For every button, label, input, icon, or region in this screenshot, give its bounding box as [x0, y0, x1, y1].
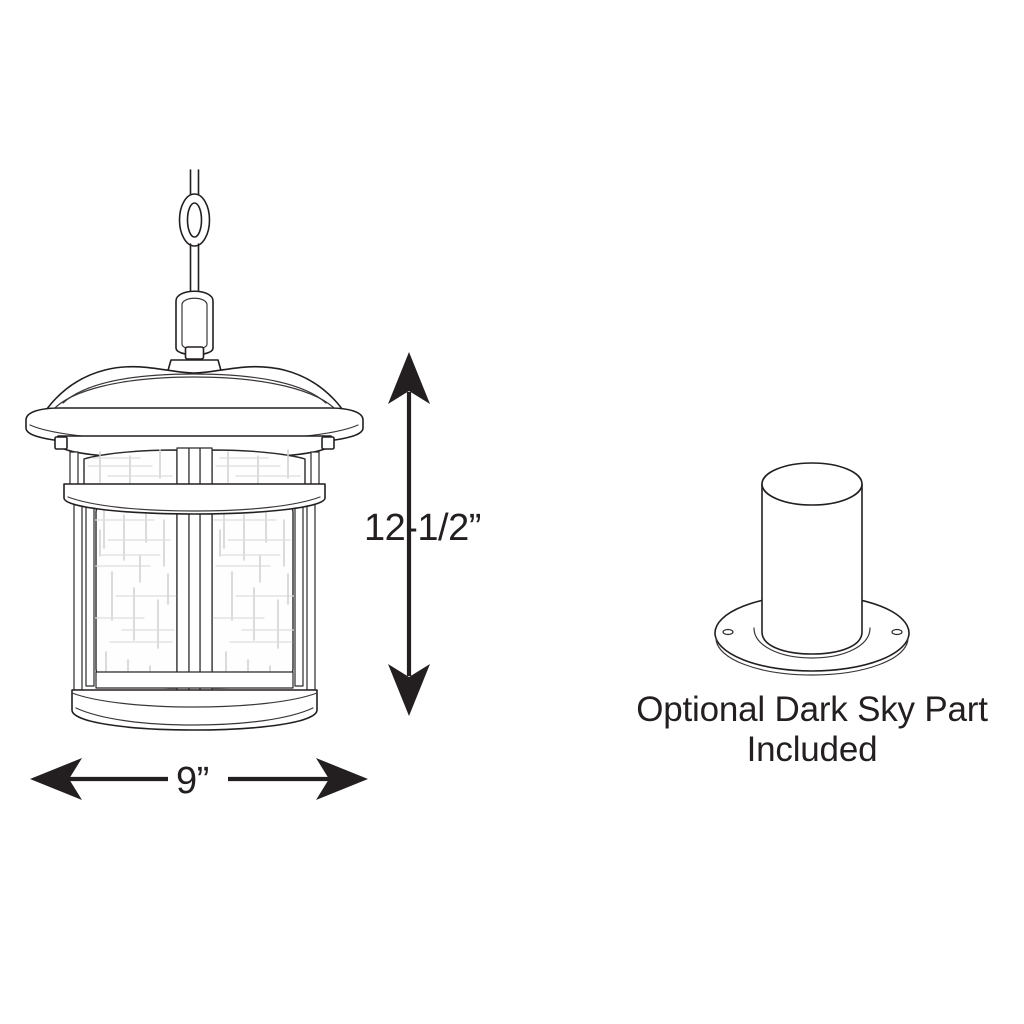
- cap-ridge-1: [51, 376, 338, 412]
- base-ring-inner: [75, 707, 314, 726]
- dark-sky-flange-lip: [715, 637, 909, 676]
- upper-glass-right-texture: [215, 449, 301, 486]
- cage-band-inner-line: [67, 496, 321, 512]
- upper-glass-band: [69, 449, 320, 493]
- arrow-up-icon: [388, 352, 430, 404]
- cage-rail-right-outer: [306, 489, 316, 691]
- chain-link-icon: [178, 193, 211, 247]
- cage-rail-left-inner: [85, 493, 95, 687]
- hanger-loop: [175, 290, 214, 356]
- base-ring-top-edge: [71, 692, 318, 708]
- dark-sky-cylinder: [761, 483, 863, 655]
- lantern-cap: [25, 365, 364, 460]
- cage-band-horizontal: [63, 483, 326, 515]
- dimension-width: 9”: [30, 758, 368, 802]
- dark-sky-cylinder-top: [761, 462, 863, 506]
- lantern-body: [63, 447, 326, 696]
- arrow-left-icon: [30, 758, 82, 800]
- cage-rail-right-inner: [294, 493, 304, 687]
- dark-sky-part: [714, 462, 910, 676]
- cap-tab-left: [54, 436, 68, 450]
- hanger-collar: [184, 346, 205, 360]
- cap-ridge-2: [62, 373, 327, 404]
- dark-sky-cylinder-base-ring: [753, 627, 871, 659]
- cage-rail-left-outer: [73, 489, 83, 691]
- dimension-width-label: 9”: [176, 760, 209, 802]
- base-ring: [71, 689, 318, 731]
- main-glass-left: [95, 492, 178, 689]
- arrow-down-icon: [388, 664, 430, 716]
- lantern-base: [71, 689, 318, 731]
- dimension-height-label: 12-1/2”: [364, 507, 481, 549]
- dimension-height: 12-1/2”: [364, 352, 481, 716]
- upper-glass-left-texture: [87, 449, 173, 486]
- chain-assembly: [166, 169, 223, 375]
- dark-sky-screw-hole-right: [891, 628, 903, 636]
- dark-sky-screw-hole-left: [722, 628, 734, 636]
- arrow-right-icon: [316, 758, 368, 800]
- cap-tab-right: [321, 436, 335, 450]
- glass-bottom-ledge: [95, 671, 294, 689]
- dark-sky-caption: Optional Dark Sky Part Included: [636, 690, 988, 769]
